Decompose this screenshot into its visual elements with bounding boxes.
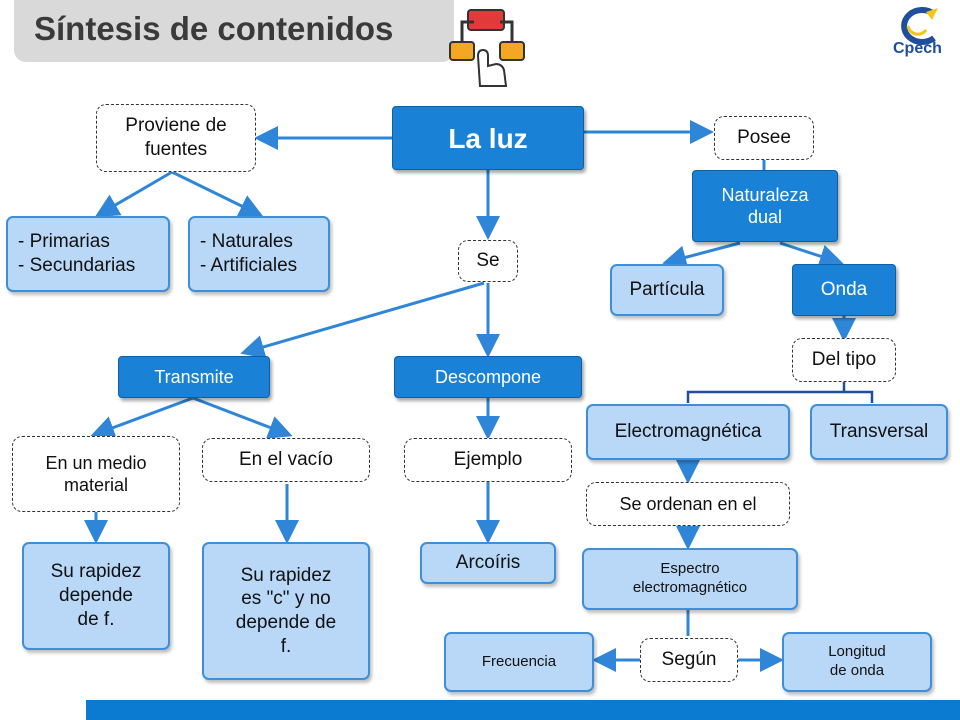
node-en-el-vacio: En el vacío xyxy=(202,438,370,482)
node-electromagnetica: Electromagnética xyxy=(586,404,790,460)
node-descompone: Descompone xyxy=(394,356,582,398)
node-del-tipo: Del tipo xyxy=(792,338,896,382)
node-naturales: - Naturales - Artificiales xyxy=(188,216,330,292)
node-la-luz: La luz xyxy=(392,106,584,170)
bottom-bar xyxy=(86,700,960,720)
node-longitud-onda: Longitud de onda xyxy=(782,632,932,692)
node-espectro: Espectro electromagnético xyxy=(582,548,798,610)
concept-map-hand-icon xyxy=(449,9,525,87)
node-primarias: - Primarias - Secundarias xyxy=(6,216,170,292)
node-ejemplo: Ejemplo xyxy=(404,438,572,482)
brand-name: Cpech xyxy=(893,40,942,57)
node-transversal: Transversal xyxy=(810,404,948,460)
node-posee: Posee xyxy=(714,116,814,160)
node-se-ordenan: Se ordenan en el xyxy=(586,482,790,526)
node-proviene: Proviene de fuentes xyxy=(96,104,256,172)
node-se: Se xyxy=(458,240,518,282)
node-rapidez-c: Su rapidez es "c" y no depende de f. xyxy=(202,542,370,680)
cpech-logo-icon xyxy=(901,7,938,45)
node-segun: Según xyxy=(640,638,738,682)
node-onda: Onda xyxy=(792,264,896,316)
node-particula: Partícula xyxy=(610,264,724,316)
node-frecuencia: Frecuencia xyxy=(444,632,594,692)
page-title: Síntesis de contenidos xyxy=(34,10,394,47)
node-rapidez-depende: Su rapidez depende de f. xyxy=(22,542,170,650)
node-arcoiris: Arcoíris xyxy=(420,542,556,584)
node-transmite: Transmite xyxy=(118,356,270,398)
node-naturaleza-dual: Naturaleza dual xyxy=(692,170,838,242)
title-bar: Síntesis de contenidos xyxy=(14,0,454,62)
node-medio-material: En un medio material xyxy=(12,436,180,512)
